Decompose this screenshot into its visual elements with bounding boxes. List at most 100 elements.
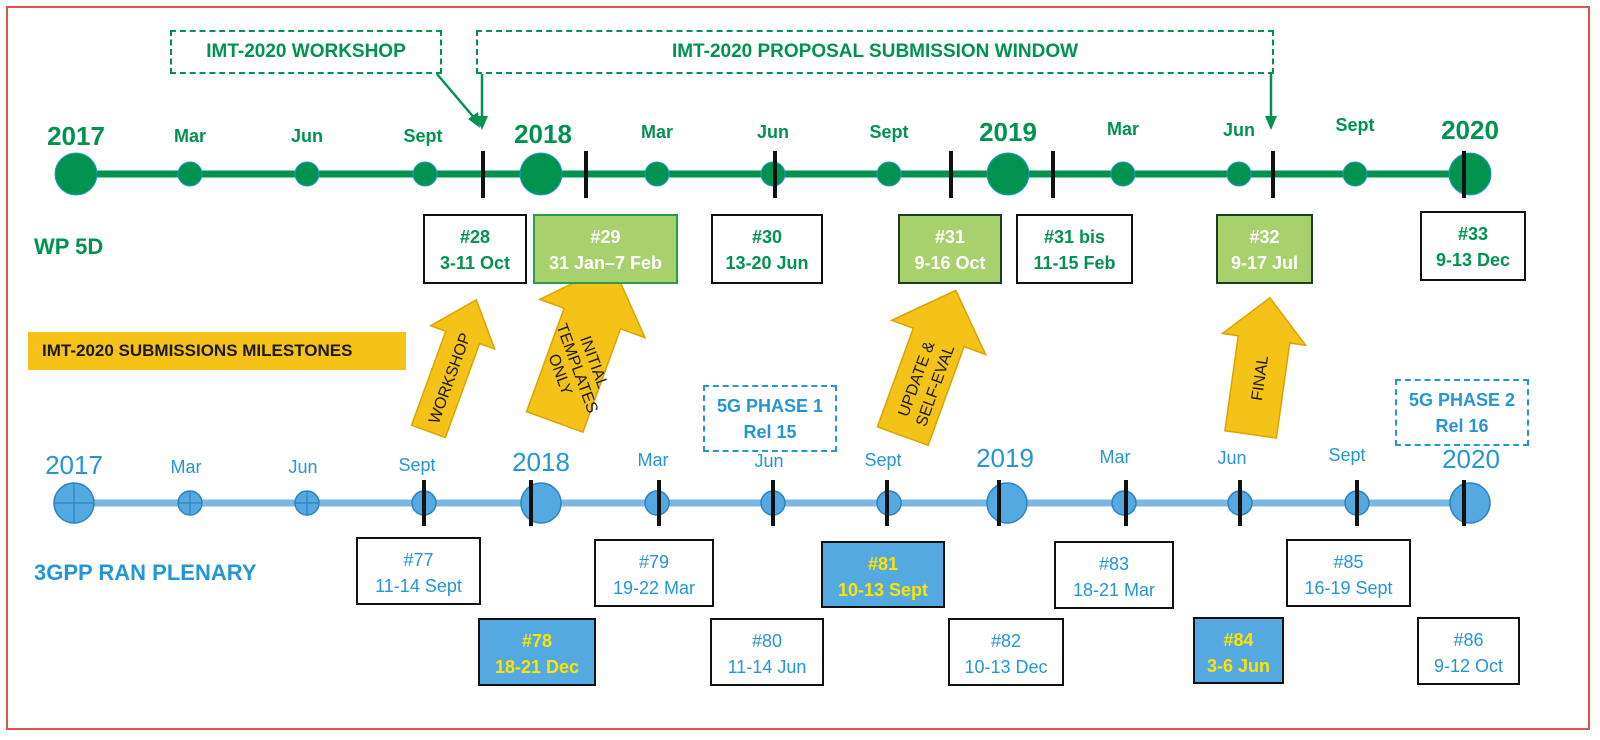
workshop-banner: IMT-2020 WORKSHOP [170, 30, 442, 74]
wp5d-node-jun19 [1226, 161, 1252, 187]
meeting-number: #81 [867, 554, 899, 574]
meeting-number: #82 [990, 631, 1022, 651]
meeting-number: #78 [521, 631, 553, 651]
wp5d-tick-2020: 2020 [1441, 115, 1499, 145]
meeting-number: #83 [1098, 554, 1130, 574]
meeting-number: #85 [1333, 552, 1364, 572]
phase1-release: Rel 15 [743, 422, 797, 442]
wp5d-tick-jun18: Jun [756, 122, 790, 142]
wp5d-meeting-29: #29 31 Jan–7 Feb [533, 214, 678, 284]
wp5d-tick-sept17: Sept [403, 126, 443, 146]
final-milestone-arrow [1220, 296, 1308, 439]
gpp-tick-2017: 2017 [45, 450, 103, 480]
meeting-date: 9-17 Jul [1230, 253, 1299, 273]
gpp-meeting-78: #78 18-21 Dec [478, 618, 596, 686]
gpp-meeting-84: #84 3-6 Jun [1193, 617, 1284, 684]
meeting-number: #79 [638, 552, 670, 572]
meeting-date: 10-13 Sept [837, 580, 929, 600]
gpp-meeting-80: #80 11-14 Jun [710, 618, 824, 686]
meeting-number: #33 [1457, 224, 1489, 244]
wp5d-meeting-31: #31 9-16 Oct [898, 214, 1002, 284]
meeting-date: 9-16 Oct [914, 253, 986, 273]
phase2-label: 5G PHASE 2 [1408, 390, 1516, 410]
wp5d-title: WP 5D [34, 234, 104, 259]
meeting-number: #31 [934, 227, 966, 247]
wp5d-node-2017 [54, 152, 98, 196]
gpp-node-2020 [1449, 482, 1491, 524]
gpp-tick-2018: 2018 [512, 447, 570, 477]
phase1-label: 5G PHASE 1 [716, 396, 824, 416]
wp5d-node-mar19 [1110, 161, 1136, 187]
wp5d-meeting-31-bis: #31 bis 11-15 Feb [1016, 214, 1133, 284]
meeting-date: 18-21 Dec [494, 657, 580, 677]
meeting-number: #30 [751, 227, 783, 247]
wp5d-markers [481, 151, 1466, 198]
gpp-tick-mar17: Mar [170, 457, 202, 477]
meeting-date: 31 Jan–7 Feb [548, 253, 663, 273]
update-milestone-arrow [876, 289, 988, 447]
meeting-number: #84 [1223, 630, 1254, 650]
gpp-tick-jun18: Jun [754, 451, 784, 471]
gpp-meeting-79: #79 19-22 Mar [594, 539, 714, 607]
wp5d-node-mar18 [644, 161, 670, 187]
gpp-tick-2019: 2019 [976, 443, 1034, 473]
workshop-milestone-arrow [410, 298, 496, 439]
gpp-tick-jun19: Jun [1217, 448, 1247, 468]
wp5d-tick-mar17: Mar [173, 126, 207, 146]
gpp-tick-mar19: Mar [1099, 447, 1131, 467]
wp5d-node-2020 [1448, 152, 1492, 196]
wp5d-node-2018 [519, 152, 563, 196]
wp5d-node-mar17 [177, 161, 203, 187]
diagram-frame [6, 6, 1590, 730]
gpp-node-2019 [986, 482, 1028, 524]
gpp-tick-sept17: Sept [398, 455, 436, 475]
gpp-node-2018 [520, 482, 562, 524]
wp5d-node-sept18 [876, 161, 902, 187]
meeting-date: 11-14 Jun [727, 657, 807, 677]
meeting-date: 11-14 Sept [375, 576, 462, 596]
wp5d-tick-mar19: Mar [1106, 119, 1140, 139]
gpp-tick-sept19: Sept [1328, 445, 1366, 465]
meeting-number: #77 [403, 550, 434, 570]
meeting-number: #29 [590, 227, 621, 247]
meeting-date: 11-15 Feb [1033, 253, 1116, 273]
meeting-date: 3-6 Jun [1206, 656, 1271, 676]
meeting-number: #32 [1249, 227, 1280, 247]
phase2-box: 5G PHASE 2 Rel 16 [1395, 379, 1529, 446]
gpp-meeting-83: #83 18-21 Mar [1054, 541, 1174, 609]
gpp-meeting-77: #77 11-14 Sept [356, 537, 481, 605]
wp5d-tick-mar18: Mar [640, 122, 674, 142]
milestone-arrows [410, 263, 1308, 447]
meeting-date: 10-13 Dec [964, 657, 1048, 677]
wp5d-node-2019 [986, 152, 1030, 196]
wp5d-tick-sept18: Sept [869, 122, 909, 142]
wp5d-tick-2018: 2018 [514, 119, 572, 149]
workshop-arrow [436, 73, 477, 121]
phase1-box: 5G PHASE 1 Rel 15 [703, 385, 837, 452]
gpp-node-crosses [54, 483, 319, 523]
meeting-date: 16-19 Sept [1304, 578, 1393, 598]
templates-milestone-arrow [525, 263, 647, 434]
wp5d-tick-sept19: Sept [1335, 115, 1375, 135]
wp5d-meeting-28: #28 3-11 Oct [423, 214, 527, 284]
wp5d-meeting-32: #32 9-17 Jul [1216, 214, 1313, 284]
window-start-arrow-head [476, 116, 488, 130]
meeting-date: 9-13 Dec [1435, 250, 1511, 270]
gpp-meeting-81: #81 10-13 Sept [821, 541, 945, 608]
wp5d-tick-jun19: Jun [1222, 120, 1256, 140]
gpp-tick-2020: 2020 [1442, 444, 1500, 474]
gpp-tick-mar18: Mar [637, 450, 669, 470]
meeting-number: #28 [459, 227, 491, 247]
window-end-arrow-head [1265, 116, 1277, 130]
meeting-date: 3-11 Oct [439, 253, 511, 273]
arrow-label-final: FINAL [1249, 354, 1272, 401]
gpp-meeting-86: #86 9-12 Oct [1417, 617, 1520, 685]
wp5d-node-jun17 [294, 161, 320, 187]
wp5d-node-sept17 [412, 161, 438, 187]
meeting-date: 9-12 Oct [1433, 656, 1504, 676]
meeting-date: 13-20 Jun [725, 253, 809, 273]
meeting-number: #31 bis [1043, 227, 1106, 247]
wp5d-tick-jun17: Jun [290, 126, 324, 146]
meeting-date: 18-21 Mar [1072, 580, 1156, 600]
